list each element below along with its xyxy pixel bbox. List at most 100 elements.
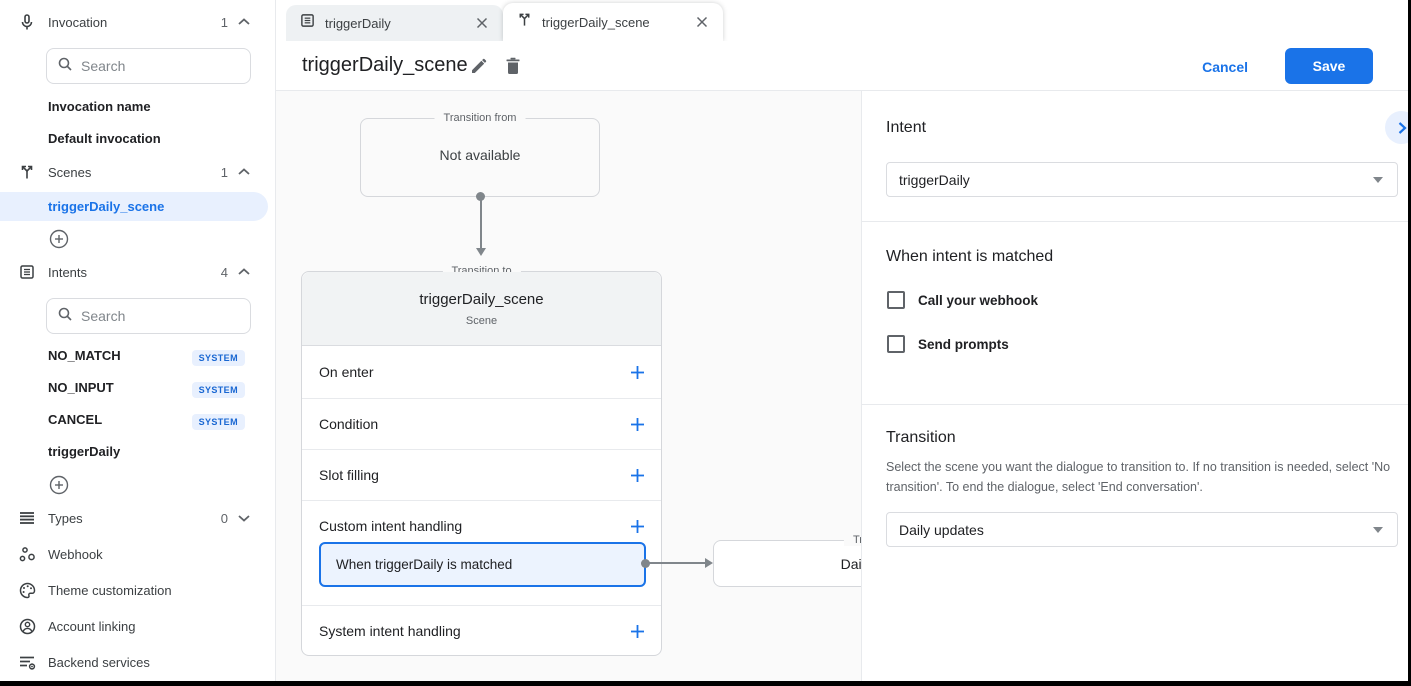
intent-icon <box>18 263 36 281</box>
sidebar-item-default-invocation[interactable]: Default invocation <box>48 131 161 146</box>
when-matched-heading: When intent is matched <box>886 248 1054 265</box>
edit-icon[interactable] <box>470 57 490 77</box>
sidebar-link-label: Theme customization <box>48 582 172 598</box>
transition-from-value: Not available <box>439 147 521 163</box>
tab-label: triggerDaily_scene <box>542 14 650 30</box>
transition-target-card[interactable]: Transition to Daily updates <box>713 534 861 587</box>
row-label: Custom intent handling <box>319 518 463 534</box>
system-badge: SYSTEM <box>191 350 245 366</box>
intent-detail-panel: Intent triggerDaily When intent is match… <box>861 91 1411 681</box>
types-icon <box>18 509 36 527</box>
scene-card-header[interactable]: triggerDaily_scene Scene <box>302 272 661 346</box>
add-icon[interactable] <box>627 516 647 536</box>
backend-services-icon <box>18 653 36 671</box>
caret-down-icon <box>1373 176 1383 183</box>
scene-row-system-intent-handling[interactable]: System intent handling <box>302 605 661 656</box>
sidebar-section-scenes[interactable]: Scenes 1 <box>0 159 276 185</box>
add-scene-button[interactable] <box>49 229 69 249</box>
sidebar-item-account-linking[interactable]: Account linking <box>0 614 276 638</box>
matched-intent-node[interactable]: When triggerDaily is matched <box>319 542 646 587</box>
delete-icon[interactable] <box>505 57 525 77</box>
section-label: Invocation <box>48 14 108 30</box>
intent-select[interactable]: triggerDaily <box>886 162 1398 197</box>
close-icon[interactable] <box>693 13 711 31</box>
row-label: Slot filling <box>319 467 379 483</box>
section-count: 0 <box>220 510 228 526</box>
sidebar-link-label: Webhook <box>48 546 103 562</box>
page-header: triggerDaily_scene Cancel Save <box>276 41 1408 91</box>
sidebar-item-no-input[interactable]: NO_INPUT <box>48 380 114 395</box>
chevron-up-icon[interactable] <box>238 13 250 31</box>
add-icon[interactable] <box>627 414 647 434</box>
tab-label: triggerDaily <box>325 15 391 31</box>
sidebar-item-triggerdaily-scene[interactable]: triggerDaily_scene <box>0 192 268 221</box>
target-card-title: Daily updates <box>840 556 861 572</box>
section-label: Intents <box>48 264 88 280</box>
chevron-down-icon[interactable] <box>238 509 250 527</box>
section-label: Types <box>48 510 83 526</box>
call-webhook-checkbox[interactable] <box>887 291 905 309</box>
save-button[interactable]: Save <box>1285 48 1373 84</box>
invocation-search-input[interactable] <box>81 58 231 74</box>
tab-triggerdaily[interactable]: triggerDaily <box>286 5 503 41</box>
checkbox-label: Send prompts <box>918 336 1009 352</box>
divider <box>862 404 1409 405</box>
scene-row-slot-filling[interactable]: Slot filling <box>302 449 661 500</box>
add-icon[interactable] <box>627 465 647 485</box>
add-intent-button[interactable] <box>49 475 69 495</box>
sidebar-item-no-match[interactable]: NO_MATCH <box>48 348 121 363</box>
row-label: On enter <box>319 364 374 380</box>
scene-row-on-enter[interactable]: On enter <box>302 346 661 398</box>
sidebar-link-label: Backend services <box>48 654 150 670</box>
send-prompts-checkbox[interactable] <box>887 335 905 353</box>
search-icon <box>57 56 73 77</box>
transition-select[interactable]: Daily updates <box>886 512 1398 547</box>
intents-search <box>46 298 251 334</box>
arrowhead-down <box>476 248 486 256</box>
scene-icon <box>18 163 36 181</box>
sidebar-section-invocation[interactable]: Invocation 1 <box>0 9 276 35</box>
close-icon[interactable] <box>473 14 491 32</box>
tab-triggerdaily-scene[interactable]: triggerDaily_scene <box>503 3 723 41</box>
sidebar-item-cancel[interactable]: CANCEL <box>48 412 103 427</box>
intent-icon <box>300 13 315 33</box>
chevron-up-icon[interactable] <box>238 263 250 281</box>
sidebar-section-types[interactable]: Types 0 <box>0 505 276 531</box>
window-frame-right <box>1408 0 1411 686</box>
add-icon[interactable] <box>627 362 647 382</box>
sidebar-item-triggerdaily[interactable]: triggerDaily <box>48 444 121 459</box>
sidebar-item-webhook[interactable]: Webhook <box>0 542 276 566</box>
sidebar-item-backend-services[interactable]: Backend services <box>0 650 276 674</box>
cancel-button[interactable]: Cancel <box>1202 59 1248 75</box>
transition-heading: Transition <box>886 429 956 446</box>
intents-search-input[interactable] <box>81 308 231 324</box>
collapse-panel-button[interactable] <box>1385 111 1411 144</box>
send-prompts-option[interactable]: Send prompts <box>887 335 1009 353</box>
divider <box>862 221 1409 222</box>
scene-row-condition[interactable]: Condition <box>302 398 661 449</box>
transition-from-legend: Transition from <box>434 112 526 124</box>
arrowhead-right <box>705 558 713 568</box>
row-label: Condition <box>319 416 379 432</box>
connector-line <box>646 562 706 564</box>
sidebar-section-intents[interactable]: Intents 4 <box>0 259 276 285</box>
search-icon <box>57 306 73 327</box>
scene-card: Transition to triggerDaily_scene Scene O… <box>301 265 662 656</box>
sidebar-item-theme-customization[interactable]: Theme customization <box>0 578 276 602</box>
intent-select-value: triggerDaily <box>899 171 970 188</box>
chevron-up-icon[interactable] <box>238 163 250 181</box>
sidebar-item-invocation-name[interactable]: Invocation name <box>48 99 151 114</box>
invocation-search <box>46 48 251 84</box>
selected-scene-label: triggerDaily_scene <box>48 199 165 214</box>
caret-down-icon <box>1373 526 1383 533</box>
section-count: 4 <box>220 264 228 280</box>
tab-bar: triggerDaily triggerDaily_scene <box>276 0 1408 41</box>
scene-row-custom-intent-handling[interactable]: Custom intent handling <box>302 500 661 551</box>
call-webhook-option[interactable]: Call your webhook <box>887 291 1038 309</box>
webhook-icon <box>18 545 36 563</box>
transition-to-legend: Transition to <box>843 534 861 546</box>
transition-from-box: Transition from Not available <box>360 112 600 197</box>
add-icon[interactable] <box>627 621 647 641</box>
intent-heading: Intent <box>886 119 927 136</box>
